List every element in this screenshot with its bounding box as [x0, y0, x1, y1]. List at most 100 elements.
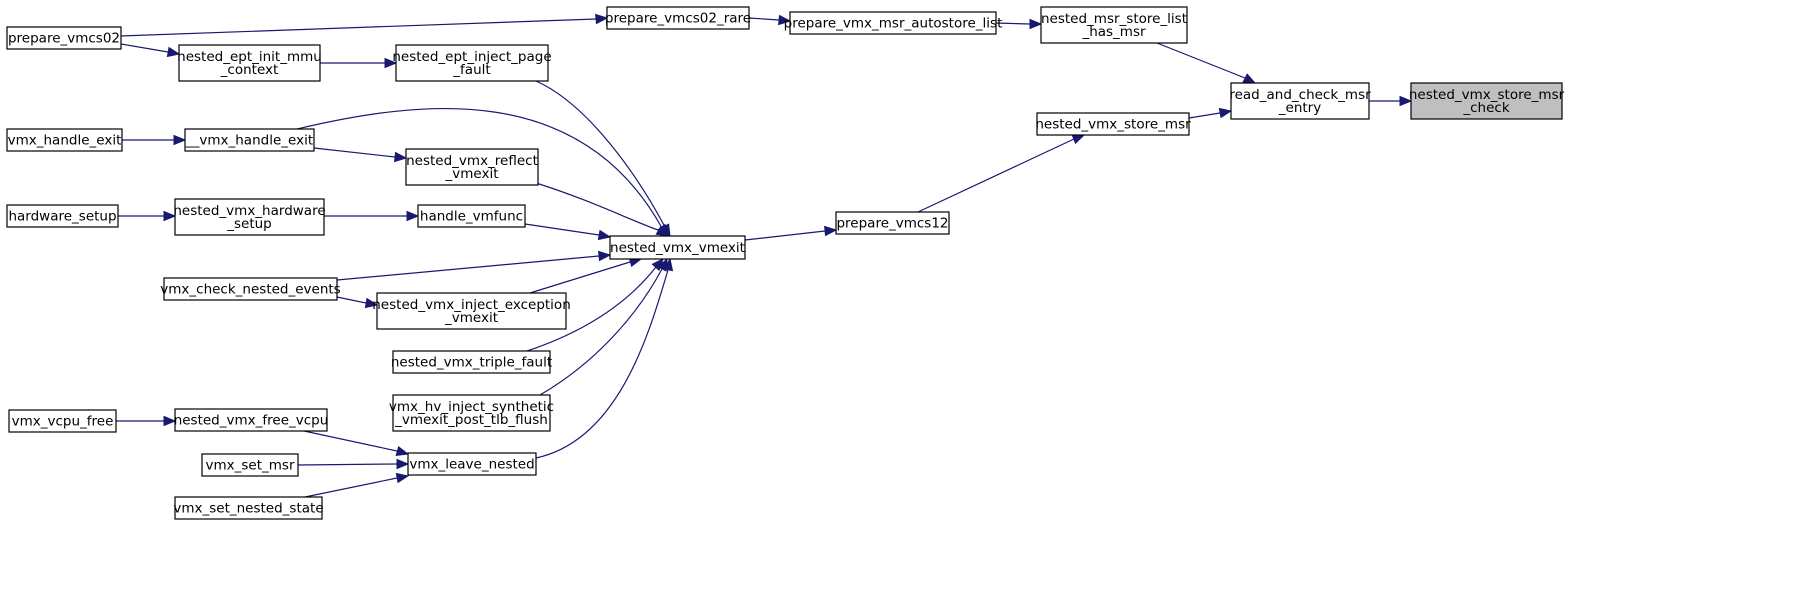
arrowhead: [1242, 73, 1257, 84]
node-label: vmx_vcpu_free: [12, 414, 114, 430]
node-box[interactable]: [201, 453, 299, 477]
arrowhead: [662, 257, 674, 272]
edge-line: [529, 261, 631, 294]
edge-line: [336, 296, 367, 304]
arrowhead: [394, 151, 408, 163]
edge-line: [1188, 112, 1221, 119]
node-box[interactable]: [407, 452, 537, 476]
node-box[interactable]: [392, 394, 551, 432]
edge-line: [744, 230, 826, 241]
node-label: _entry: [1278, 100, 1321, 116]
node-label: prepare_vmcs02_rare: [605, 11, 751, 27]
node-box[interactable]: [1036, 112, 1190, 136]
node-label: nested_vmx_hardware: [173, 203, 325, 219]
edge-nested_vmx_store_msr-to-read_and_check_msr_entry: [1188, 107, 1233, 119]
edge-line: [1156, 42, 1246, 79]
arrowhead: [395, 472, 410, 484]
edge-line: [539, 268, 663, 396]
node-read_and_check_msr_entry[interactable]: read_and_check_msr_entry: [1229, 82, 1371, 120]
node-vmx_set_nested_state[interactable]: vmx_set_nested_state: [173, 496, 324, 520]
edge-line: [524, 223, 600, 236]
node-box[interactable]: [6, 26, 122, 50]
node-box[interactable]: [392, 350, 551, 374]
node-box[interactable]: [835, 211, 950, 235]
edge-line: [336, 255, 600, 281]
node-nested_vmx_reflect_vmexit[interactable]: nested_vmx_reflect_vmexit: [405, 148, 539, 186]
node-__vmx_handle_exit[interactable]: __vmx_handle_exit: [184, 128, 315, 152]
node-prepare_vmcs02[interactable]: prepare_vmcs02: [6, 26, 122, 50]
node-label: vmx_hv_inject_synthetic: [389, 399, 554, 415]
node-nested_vmx_hardware_setup[interactable]: nested_vmx_hardware_setup: [173, 198, 326, 236]
node-nested_vmx_triple_fault[interactable]: nested_vmx_triple_fault: [391, 350, 552, 374]
node-nested_ept_inject_page_fault[interactable]: nested_ept_inject_page_fault: [392, 44, 552, 82]
node-nested_vmx_inject_exception_vmexit[interactable]: nested_vmx_inject_exception_vmexit: [372, 292, 571, 330]
edge-prepare_vmcs12-to-nested_vmx_store_msr: [917, 134, 1086, 213]
node-label: nested_vmx_store_msr: [1409, 87, 1565, 103]
node-nested_vmx_free_vcpu[interactable]: nested_vmx_free_vcpu: [174, 408, 329, 432]
node-nested_vmx_vmexit[interactable]: nested_vmx_vmexit: [609, 235, 746, 260]
node-nested_vmx_store_msr[interactable]: nested_vmx_store_msr: [1035, 112, 1191, 136]
node-box[interactable]: [1230, 82, 1370, 120]
node-label: handle_vmfunc: [420, 209, 523, 225]
node-label: vmx_set_msr: [206, 458, 295, 474]
node-nested_ept_init_mmu_context[interactable]: nested_ept_init_mmu_context: [177, 44, 322, 82]
arrowhead: [1399, 95, 1413, 107]
arrowhead: [406, 210, 420, 222]
node-box[interactable]: [417, 204, 526, 228]
arrowhead: [163, 210, 177, 222]
arrowhead: [778, 14, 792, 26]
edge-nested_vmx_hardware_setup-to-handle_vmfunc: [324, 210, 420, 222]
edge-line: [296, 107, 663, 229]
node-box[interactable]: [376, 292, 567, 330]
node-box[interactable]: [1040, 6, 1188, 44]
edge-__vmx_handle_exit-to-nested_vmx_reflect_vmexit: [313, 147, 408, 163]
edge-line: [526, 266, 657, 352]
node-vmx_handle_exit[interactable]: vmx_handle_exit: [6, 128, 123, 152]
node-label: prepare_vmcs12: [836, 216, 948, 232]
node-box[interactable]: [405, 148, 539, 186]
node-vmx_vcpu_free[interactable]: vmx_vcpu_free: [8, 409, 117, 433]
node-box[interactable]: [609, 235, 746, 260]
node-box[interactable]: [174, 198, 325, 236]
node-nested_msr_store_list_has_msr[interactable]: nested_msr_store_list_has_msr: [1040, 6, 1188, 44]
node-vmx_hv_inject_synthetic_vmexit_post_tlb_flush[interactable]: vmx_hv_inject_synthetic_vmexit_post_tlb_…: [389, 394, 554, 432]
node-box[interactable]: [163, 277, 338, 301]
node-label: read_and_check_msr: [1229, 87, 1371, 103]
node-nested_vmx_store_msr_check[interactable]: nested_vmx_store_msr_check: [1409, 82, 1565, 120]
edge-prepare_vmx_msr_autostore_list-to-nested_msr_store_list_has_msr: [995, 18, 1043, 30]
node-box[interactable]: [606, 6, 750, 30]
edge-vmx_vcpu_free-to-nested_vmx_free_vcpu: [116, 415, 177, 427]
node-vmx_set_msr[interactable]: vmx_set_msr: [201, 453, 299, 477]
node-vmx_leave_nested[interactable]: vmx_leave_nested: [407, 452, 537, 476]
node-box[interactable]: [174, 408, 328, 432]
node-box[interactable]: [8, 409, 117, 433]
node-label: _vmexit_post_tlb_flush: [394, 412, 548, 428]
node-box[interactable]: [184, 128, 315, 152]
node-box[interactable]: [1410, 82, 1563, 120]
node-prepare_vmx_msr_autostore_list[interactable]: prepare_vmx_msr_autostore_list: [784, 11, 1003, 35]
edge-nested_vmx_reflect_vmexit-to-nested_vmx_vmexit: [535, 182, 670, 237]
node-label: __vmx_handle_exit: [185, 133, 313, 149]
node-label: nested_vmx_reflect: [406, 153, 538, 169]
node-vmx_check_nested_events[interactable]: vmx_check_nested_events: [160, 277, 341, 301]
node-box[interactable]: [6, 204, 119, 228]
edge-line: [120, 18, 597, 37]
node-box[interactable]: [789, 11, 997, 35]
node-prepare_vmcs02_rare[interactable]: prepare_vmcs02_rare: [605, 6, 751, 30]
node-label: nested_ept_inject_page: [392, 49, 551, 65]
edge-vmx_handle_exit-to-__vmx_handle_exit: [122, 134, 187, 146]
node-prepare_vmcs12[interactable]: prepare_vmcs12: [835, 211, 950, 235]
node-label: vmx_leave_nested: [409, 457, 534, 473]
node-box[interactable]: [178, 44, 321, 82]
arrowhead: [166, 46, 181, 58]
node-box[interactable]: [6, 128, 123, 152]
node-box[interactable]: [395, 44, 549, 82]
arrowhead: [598, 250, 612, 262]
node-handle_vmfunc[interactable]: handle_vmfunc: [417, 204, 526, 228]
arrowhead: [1029, 18, 1043, 30]
node-box[interactable]: [174, 496, 323, 520]
edge-line: [297, 463, 398, 466]
node-hardware_setup[interactable]: hardware_setup: [6, 204, 119, 228]
